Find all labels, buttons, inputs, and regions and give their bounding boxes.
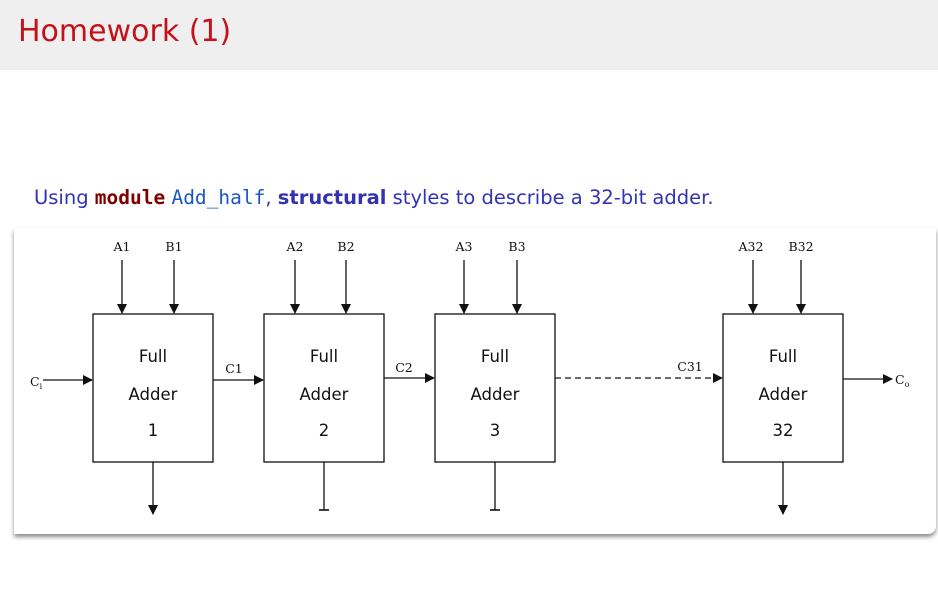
intro-comma: , (265, 186, 272, 209)
input-b2-label: B2 (337, 239, 354, 254)
adder-32-number: 32 (773, 421, 794, 440)
input-a3-label: A3 (455, 239, 473, 254)
input-a32-label: A32 (738, 239, 764, 254)
carry-in-label: Ci (30, 374, 43, 391)
carry-c2-label: C2 (395, 360, 413, 375)
carry-out-label: Co (895, 372, 910, 389)
adder-3-number: 3 (490, 421, 501, 440)
intro-module-name: Add_half (171, 186, 266, 209)
intro-prefix: Using (34, 186, 95, 209)
title-bar: Homework (1) (0, 0, 938, 70)
adder-3-line1: Full (481, 347, 509, 366)
adder-2-number: 2 (319, 421, 330, 440)
adder-2-line2: Adder (300, 385, 349, 404)
intro-style-word: structural (277, 186, 387, 209)
adder-block-2 (263, 313, 385, 463)
carry-c31-label: C31 (677, 359, 702, 374)
adder-block-3 (434, 313, 556, 463)
carry-c1-label: C1 (225, 361, 243, 376)
input-b3-label: B3 (508, 239, 525, 254)
slide-title: Homework (1) (18, 14, 232, 49)
input-a2-label: A2 (286, 239, 304, 254)
adder-1-line2: Adder (129, 385, 178, 404)
adder-32-line1: Full (769, 347, 797, 366)
input-a1-label: A1 (113, 239, 131, 254)
intro-suffix: styles to describe a 32-bit adder. (386, 186, 714, 209)
adder-32-line2: Adder (759, 385, 808, 404)
intro-text: Using module Add_half, structural styles… (34, 186, 714, 209)
intro-keyword: module (94, 186, 166, 209)
input-b1-label: B1 (165, 239, 182, 254)
adder-1-number: 1 (148, 421, 159, 440)
adder-block-32 (722, 313, 844, 463)
adder-2-line1: Full (310, 347, 338, 366)
input-b32-label: B32 (788, 239, 813, 254)
adder-1-line1: Full (139, 347, 167, 366)
adder-3-line2: Adder (471, 385, 520, 404)
